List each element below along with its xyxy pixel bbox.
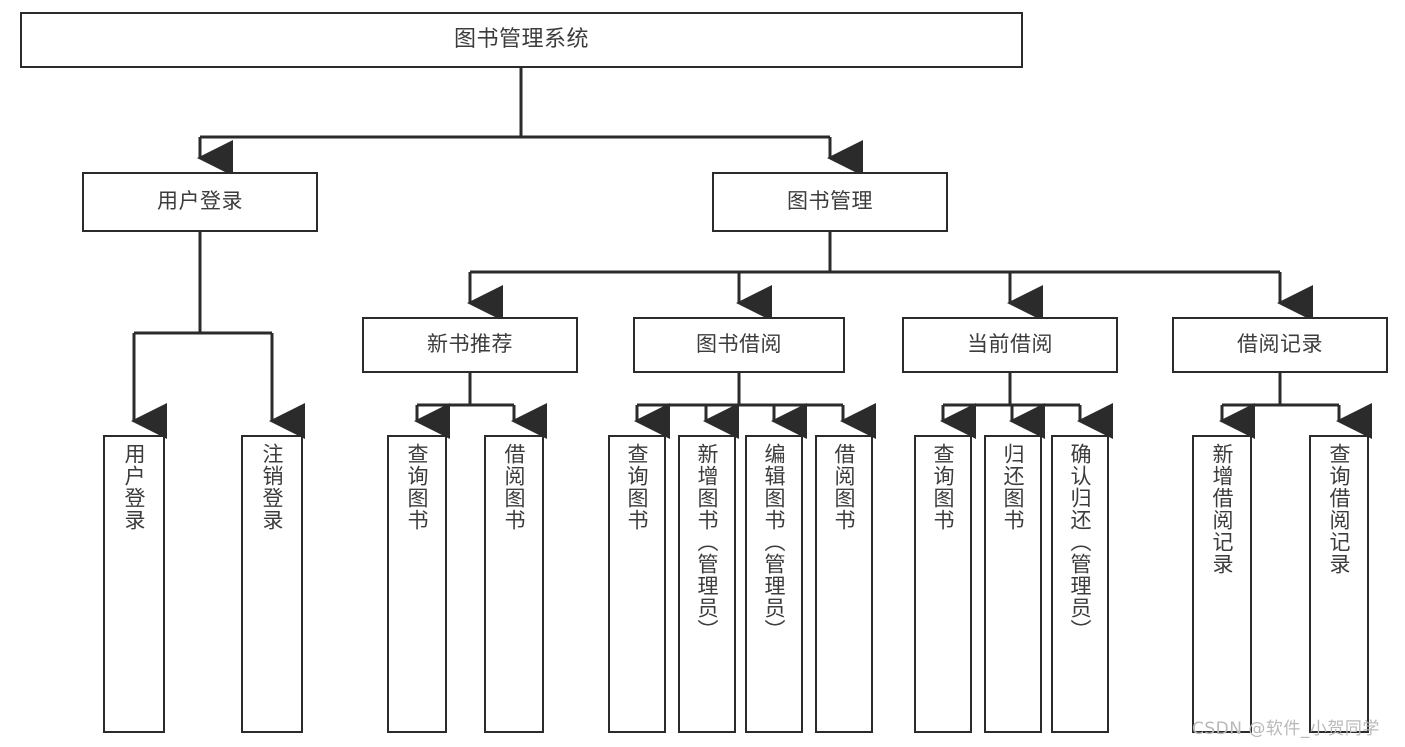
node-new-book-recommend[interactable]: 新书推荐 xyxy=(362,317,578,373)
node-book-manage-label: 图书管理 xyxy=(787,189,873,214)
node-leaf-query-record-label: 查询借阅记录 xyxy=(1327,443,1352,575)
node-book-borrow[interactable]: 图书借阅 xyxy=(633,317,845,373)
node-borrow-record-label: 借阅记录 xyxy=(1237,332,1323,357)
node-root-label: 图书管理系统 xyxy=(453,26,589,52)
node-leaf-logout-login[interactable]: 注销登录 xyxy=(241,435,303,733)
node-leaf-query-book-3-label: 查询图书 xyxy=(931,443,956,531)
node-leaf-edit-book-label: 编辑图书（管理员） xyxy=(762,443,787,641)
node-leaf-add-record[interactable]: 新增借阅记录 xyxy=(1192,435,1252,733)
node-leaf-add-book[interactable]: 新增图书（管理员） xyxy=(678,435,736,733)
node-borrow-record[interactable]: 借阅记录 xyxy=(1172,317,1388,373)
node-user-login-label: 用户登录 xyxy=(157,189,243,214)
node-leaf-confirm-return-label: 确认归还（管理员） xyxy=(1068,443,1093,641)
node-leaf-add-record-label: 新增借阅记录 xyxy=(1210,443,1235,575)
csdn-watermark: CSDN @软件_小贺同学 xyxy=(1192,719,1380,739)
node-leaf-borrow-book-2-label: 借阅图书 xyxy=(832,443,857,531)
node-leaf-query-book-1[interactable]: 查询图书 xyxy=(387,435,447,733)
node-book-borrow-label: 图书借阅 xyxy=(696,332,782,357)
node-leaf-query-book-3[interactable]: 查询图书 xyxy=(914,435,972,733)
node-leaf-edit-book[interactable]: 编辑图书（管理员） xyxy=(745,435,803,733)
node-leaf-query-book-2[interactable]: 查询图书 xyxy=(608,435,666,733)
node-current-borrow[interactable]: 当前借阅 xyxy=(902,317,1118,373)
node-leaf-borrow-book-1-label: 借阅图书 xyxy=(502,443,527,531)
node-leaf-query-book-1-label: 查询图书 xyxy=(405,443,430,531)
node-leaf-query-book-2-label: 查询图书 xyxy=(625,443,650,531)
node-book-manage[interactable]: 图书管理 xyxy=(712,172,948,232)
node-leaf-user-login[interactable]: 用户登录 xyxy=(103,435,165,733)
node-leaf-borrow-book-2[interactable]: 借阅图书 xyxy=(815,435,873,733)
node-leaf-return-book[interactable]: 归还图书 xyxy=(984,435,1042,733)
node-leaf-return-book-label: 归还图书 xyxy=(1001,443,1026,531)
node-leaf-borrow-book-1[interactable]: 借阅图书 xyxy=(484,435,544,733)
node-root[interactable]: 图书管理系统 xyxy=(20,12,1023,68)
node-leaf-query-record[interactable]: 查询借阅记录 xyxy=(1309,435,1369,733)
node-leaf-confirm-return[interactable]: 确认归还（管理员） xyxy=(1051,435,1109,733)
node-leaf-add-book-label: 新增图书（管理员） xyxy=(695,443,720,641)
node-current-borrow-label: 当前借阅 xyxy=(967,332,1053,357)
node-leaf-logout-login-label: 注销登录 xyxy=(260,443,285,531)
node-new-book-recommend-label: 新书推荐 xyxy=(427,332,513,357)
node-user-login[interactable]: 用户登录 xyxy=(82,172,318,232)
node-leaf-user-login-label: 用户登录 xyxy=(122,443,147,531)
